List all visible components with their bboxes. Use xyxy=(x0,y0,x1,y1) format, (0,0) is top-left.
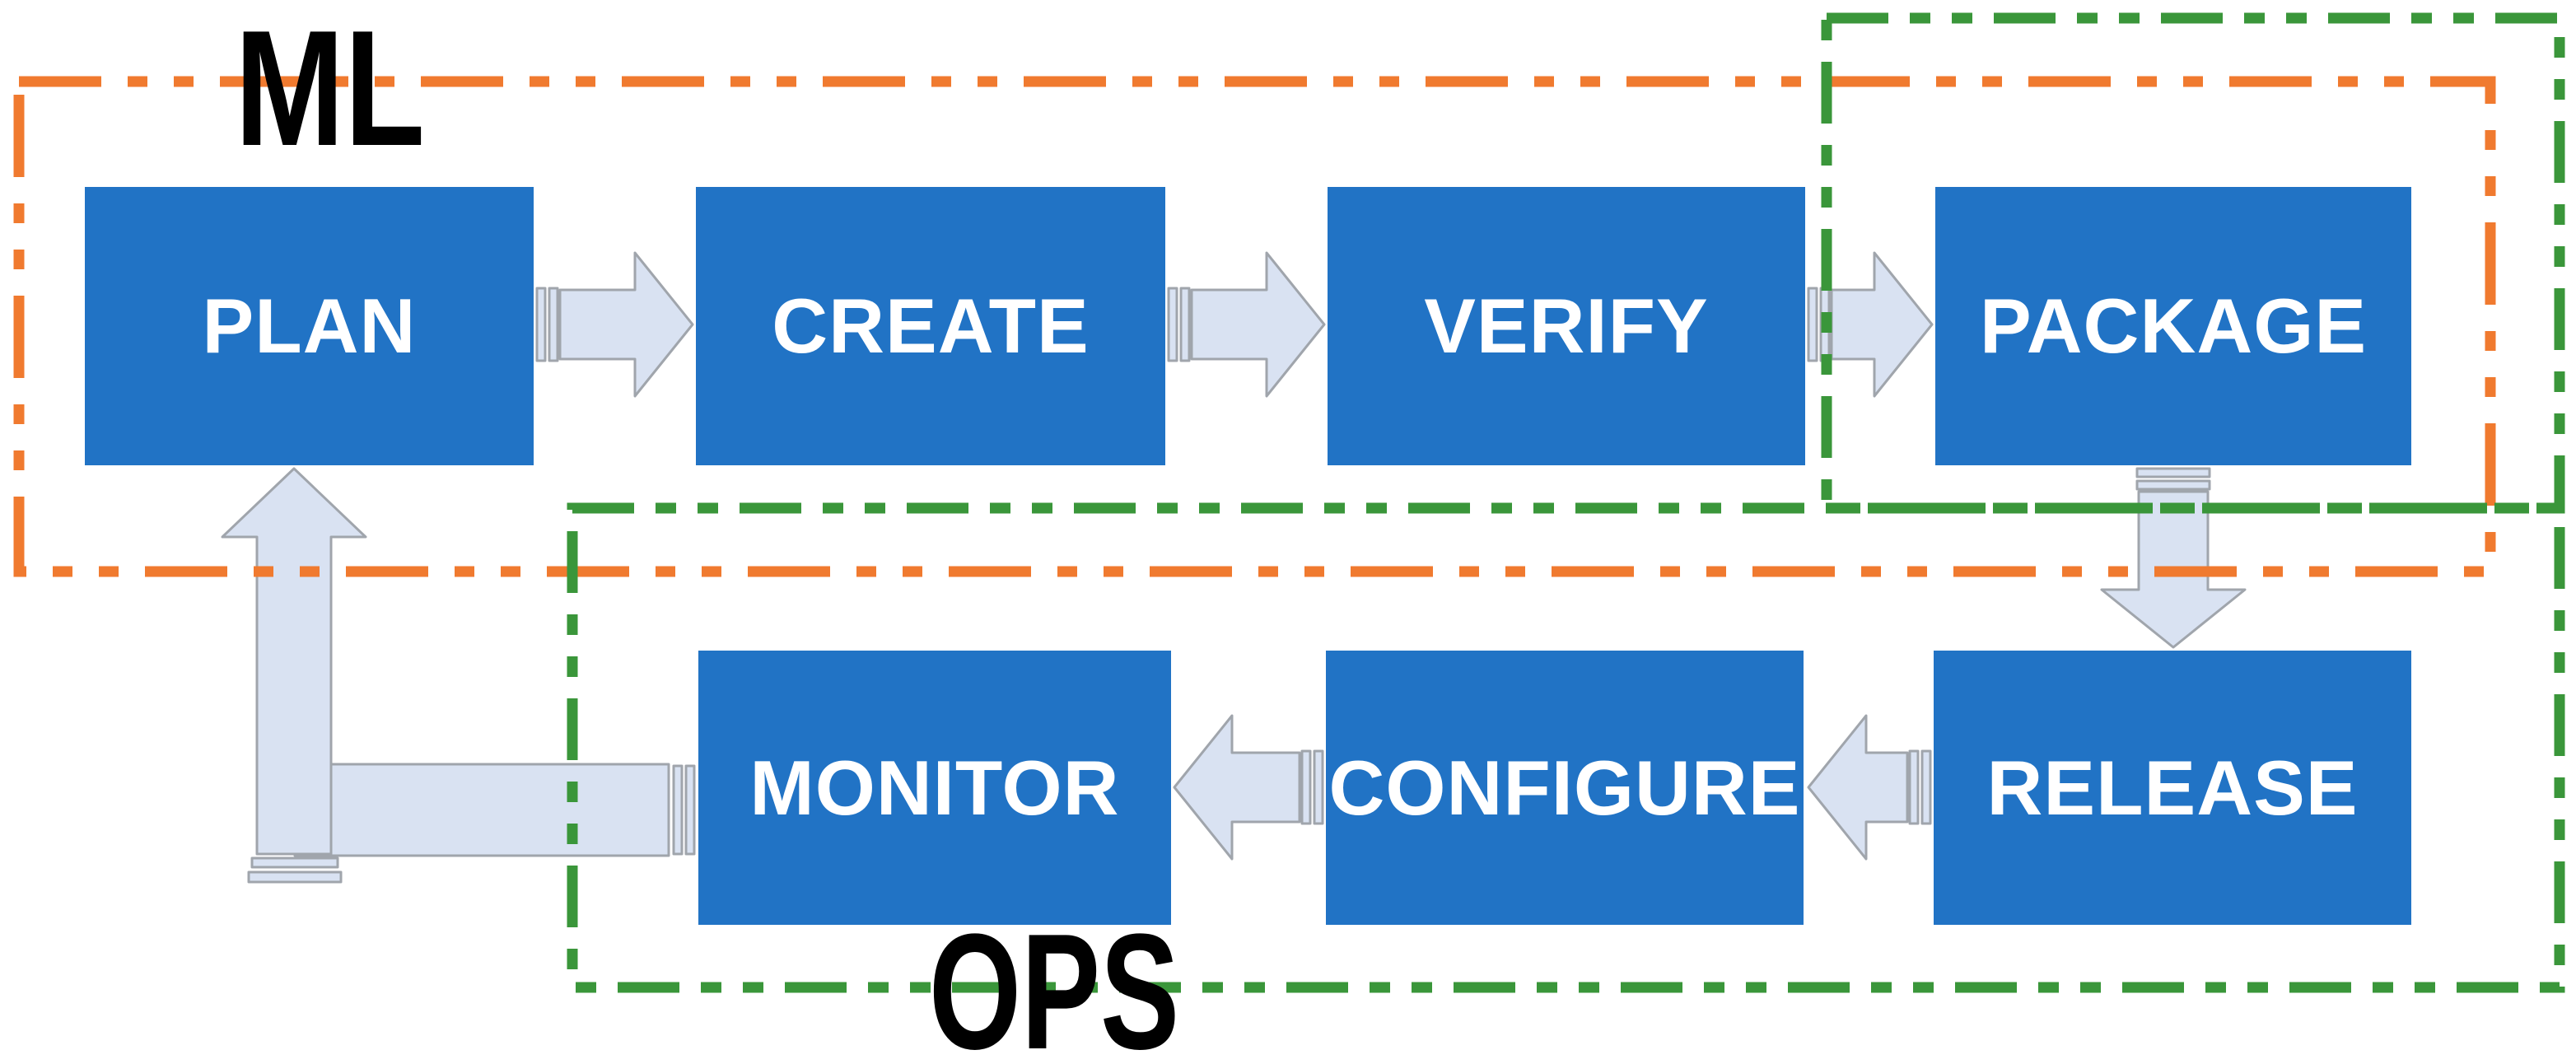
connector-joint-bar xyxy=(684,764,696,856)
arrow-verify-to-package xyxy=(1807,251,1934,398)
connector-joint-bar xyxy=(1807,287,1818,362)
process-box-release: RELEASE xyxy=(1934,651,2411,925)
connector-horizontal-shaft xyxy=(293,763,670,857)
connector-joint-bar xyxy=(1819,287,1831,362)
connector-joint-bar xyxy=(1313,749,1324,825)
process-box-create: CREATE xyxy=(696,187,1165,465)
arrow-package-to-release xyxy=(2100,467,2247,649)
process-box-verify: VERIFY xyxy=(1328,187,1805,465)
connector-joint-bar xyxy=(672,764,684,856)
connector-joint-bar xyxy=(535,287,547,362)
connector-joint-bar xyxy=(250,856,339,869)
right-arrow xyxy=(558,251,694,398)
connector-joint-bar xyxy=(1920,749,1932,825)
right-arrow xyxy=(1190,251,1326,398)
connector-joint-bar xyxy=(2135,467,2211,478)
arrow-configure-to-monitor xyxy=(1173,714,1324,861)
process-box-plan: PLAN xyxy=(85,187,534,465)
right-arrow xyxy=(1830,251,1934,398)
arrow-plan-to-create xyxy=(535,251,694,398)
arrow-release-to-configure xyxy=(1807,714,1932,861)
left-arrow xyxy=(1807,714,1909,861)
connector-joint-bar xyxy=(2135,479,2211,491)
up-arrow xyxy=(221,467,367,856)
connector-joint-bar xyxy=(247,870,343,884)
arrow-create-to-verify xyxy=(1167,251,1326,398)
arrow-monitor-to-plan xyxy=(221,467,696,884)
process-box-monitor: MONITOR xyxy=(698,651,1171,925)
left-arrow xyxy=(1173,714,1301,861)
ops-zone-label: OPS xyxy=(929,900,1180,1064)
connector-joint-bar xyxy=(1179,287,1191,362)
down-arrow xyxy=(2100,490,2247,649)
ml-zone-label: ML xyxy=(235,0,426,180)
process-box-configure: CONFIGURE xyxy=(1326,651,1804,925)
connector-joint-bar xyxy=(1908,749,1920,825)
connector-joint-bar xyxy=(548,287,559,362)
connector-joint-bar xyxy=(1300,749,1312,825)
connector-joint-bar xyxy=(1167,287,1178,362)
process-box-package: PACKAGE xyxy=(1935,187,2411,465)
